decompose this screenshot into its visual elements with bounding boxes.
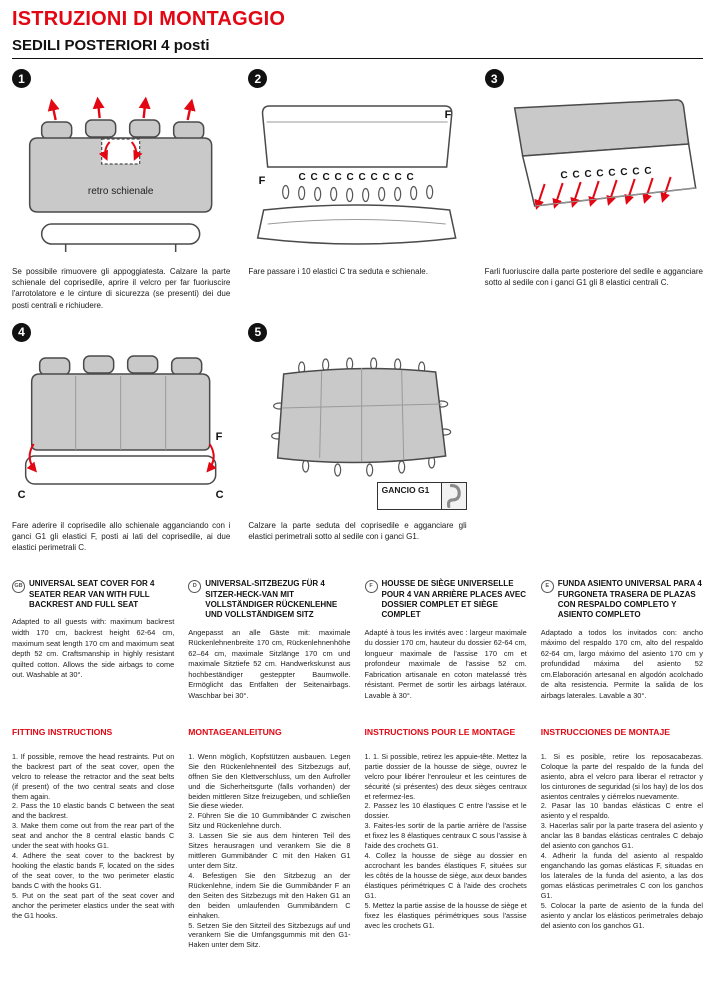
headrests-icon xyxy=(38,355,203,376)
description-de: D UNIVERSAL-SITZBEZUG FÜR 4 SITZER-HECK-… xyxy=(188,579,351,709)
description-de-heading: UNIVERSAL-SITZBEZUG FÜR 4 SITZER-HECK-VA… xyxy=(205,579,338,620)
description-de-body: Angepasst an alle Gäste mit: maximale Rü… xyxy=(188,627,351,700)
fitting-instructions: FITTING INSTRUCTIONS 1. If possible, rem… xyxy=(12,727,703,958)
header: ISTRUZIONI DI MONTAGGIO SEDILI POSTERIOR… xyxy=(12,8,703,59)
seat-cover-with-loops-drawing xyxy=(271,357,452,477)
description-en-heading-row: GB UNIVERSAL SEAT COVER FOR 4 SEATER REA… xyxy=(12,579,174,610)
step-5-illustration: GANCIO G1 xyxy=(248,346,467,514)
description-de-heading-row: D UNIVERSAL-SITZBEZUG FÜR 4 SITZER-HECK-… xyxy=(188,579,350,621)
covered-backrest-shape xyxy=(513,99,690,157)
description-en-body: Adapted to all guests with: maximum back… xyxy=(12,617,175,680)
step-3-number-badge: 3 xyxy=(484,69,504,88)
instructions-en-heading: FITTING INSTRUCTIONS xyxy=(12,726,113,737)
step-1-illustration: retro schienale xyxy=(12,92,230,260)
side-hook-arrows-icon xyxy=(26,443,217,473)
headrests-icon xyxy=(40,119,205,140)
description-es-body: Adaptado a todos los invitados con: anch… xyxy=(540,627,703,700)
flag-es-icon: E xyxy=(540,580,554,594)
seat-cushion-shape xyxy=(40,223,201,245)
step-2-caption: Fare passare i 10 elastici C tra seduta … xyxy=(248,267,428,276)
elastic-c-right-label: C xyxy=(216,489,224,501)
hook-g1-icon xyxy=(440,482,466,509)
step-3: 3 C C C C C C C C xyxy=(484,69,703,311)
description-es-heading: FUNDA ASIENTO UNIVERSAL PARA 4 FURGONETA… xyxy=(557,579,702,620)
step-5-caption: Calzare la parte seduta del coprisedile … xyxy=(248,520,467,541)
step-1-caption: Se possibile rimuovere gli appoggiatesta… xyxy=(12,267,231,310)
elastic-loops-icon xyxy=(282,184,434,203)
instructions-de-heading: MONTAGEANLEITUNG xyxy=(188,726,282,737)
step-1-number-badge: 1 xyxy=(12,69,31,88)
quilting-lines xyxy=(281,367,443,462)
step-4-caption: Fare aderire il coprisedile allo schiena… xyxy=(12,520,231,553)
description-fr-body: Adapté à tous les invités avec : largeur… xyxy=(364,627,527,700)
description-en: GB UNIVERSAL SEAT COVER FOR 4 SEATER REA… xyxy=(12,579,174,709)
instructions-es-body: 1. Si es posible, retire los reposacabez… xyxy=(540,751,703,930)
backrest-cover-shape xyxy=(28,137,213,213)
page-title: ISTRUZIONI DI MONTAGGIO xyxy=(12,8,286,30)
belt-arrows-icon xyxy=(98,141,143,161)
step-2-number-badge: 2 xyxy=(248,69,268,88)
elastic-c-left-label: C xyxy=(18,489,26,501)
instructions-es-heading: INSTRUCCIONES DE MONTAJE xyxy=(540,726,670,737)
step-4-number-badge: 4 xyxy=(12,322,31,342)
step-5: 5 xyxy=(248,322,467,554)
header-divider xyxy=(12,58,703,59)
flag-gb-icon: GB xyxy=(12,580,25,594)
instructions-fr-body: 1. 1. Si possible, retirez les appuie-tê… xyxy=(364,751,527,930)
elastic-c-row-label: C C C C C C C C xyxy=(560,166,653,182)
seatback-rear-view-drawing: retro schienale xyxy=(28,96,213,252)
up-arrows-icon xyxy=(47,96,196,121)
velcro-opening-shape xyxy=(101,138,141,165)
elastic-f-left-label: F xyxy=(259,175,266,187)
step-4-illustration: F C C xyxy=(12,346,230,514)
hook-elastics-under-seat-drawing: C C C C C C C C xyxy=(513,99,697,210)
hook-g1-label: GANCIO G1 xyxy=(381,484,430,495)
instructions-fr-heading: INSTRUCTIONS POUR LE MONTAGE xyxy=(364,726,516,737)
step-1: 1 xyxy=(12,69,230,311)
instructions-es: INSTRUCCIONES DE MONTAJE 1. Si es posibl… xyxy=(541,727,703,958)
step-2: 2 F F C C C C C C C C C C xyxy=(248,69,466,311)
description-fr-heading-row: F HOUSSE DE SIÈGE UNIVERSELLE POUR 4 VAN… xyxy=(364,579,527,621)
retro-schienale-label: retro schienale xyxy=(88,186,154,197)
flag-de-icon: D xyxy=(188,580,202,594)
elastic-f-right-label: F xyxy=(445,109,452,121)
backrest-shape xyxy=(262,105,453,168)
instructions-de: MONTAGEANLEITUNG 1. Wenn möglich, Kopfst… xyxy=(188,727,350,958)
page-subtitle: SEDILI POSTERIORI 4 posti xyxy=(12,37,210,54)
instructions-fr: INSTRUCTIONS POUR LE MONTAGE 1. 1. Si po… xyxy=(365,727,527,958)
description-en-heading: UNIVERSAL SEAT COVER FOR 4 SEATER REAR V… xyxy=(29,579,155,610)
steps-grid: 1 xyxy=(12,69,703,553)
hook-g1-label-box: GANCIO G1 xyxy=(376,481,467,510)
seat-cushion-shape xyxy=(24,455,217,485)
step-4: 4 xyxy=(12,322,231,554)
description-es: E FUNDA ASIENTO UNIVERSAL PARA 4 FURGONE… xyxy=(540,579,703,709)
description-fr: F HOUSSE DE SIÈGE UNIVERSELLE POUR 4 VAN… xyxy=(364,579,527,709)
elastic-f-label: F xyxy=(216,431,223,443)
elastic-c-row-label: C C C C C C C C C C xyxy=(299,172,415,183)
instructions-de-body: 1. Wenn möglich, Kopfstützen ausbauen. L… xyxy=(188,751,351,950)
instructions-en: FITTING INSTRUCTIONS 1. If possible, rem… xyxy=(12,727,174,958)
step-2-illustration: F F C C C C C C C C C C xyxy=(248,92,466,260)
description-es-heading-row: E FUNDA ASIENTO UNIVERSAL PARA 4 FURGONE… xyxy=(540,579,703,621)
instructions-en-body: 1. If possible, remove the head restrain… xyxy=(12,751,175,920)
step-5-number-badge: 5 xyxy=(248,322,268,342)
language-descriptions: GB UNIVERSAL SEAT COVER FOR 4 SEATER REA… xyxy=(12,579,703,709)
step-3-illustration: C C C C C C C C xyxy=(485,92,703,260)
side-elastics-hook-drawing: F C C xyxy=(18,355,224,501)
flag-fr-icon: F xyxy=(364,580,378,594)
description-fr-heading: HOUSSE DE SIÈGE UNIVERSELLE POUR 4 VAN A… xyxy=(381,579,526,620)
elastics-between-seat-drawing: F F C C C C C C C C C C xyxy=(257,105,457,245)
step-3-caption: Farli fuoriuscire dalla parte posteriore… xyxy=(484,267,703,288)
empty-grid-cell xyxy=(485,323,703,554)
seat-cushion-shape xyxy=(257,204,457,245)
